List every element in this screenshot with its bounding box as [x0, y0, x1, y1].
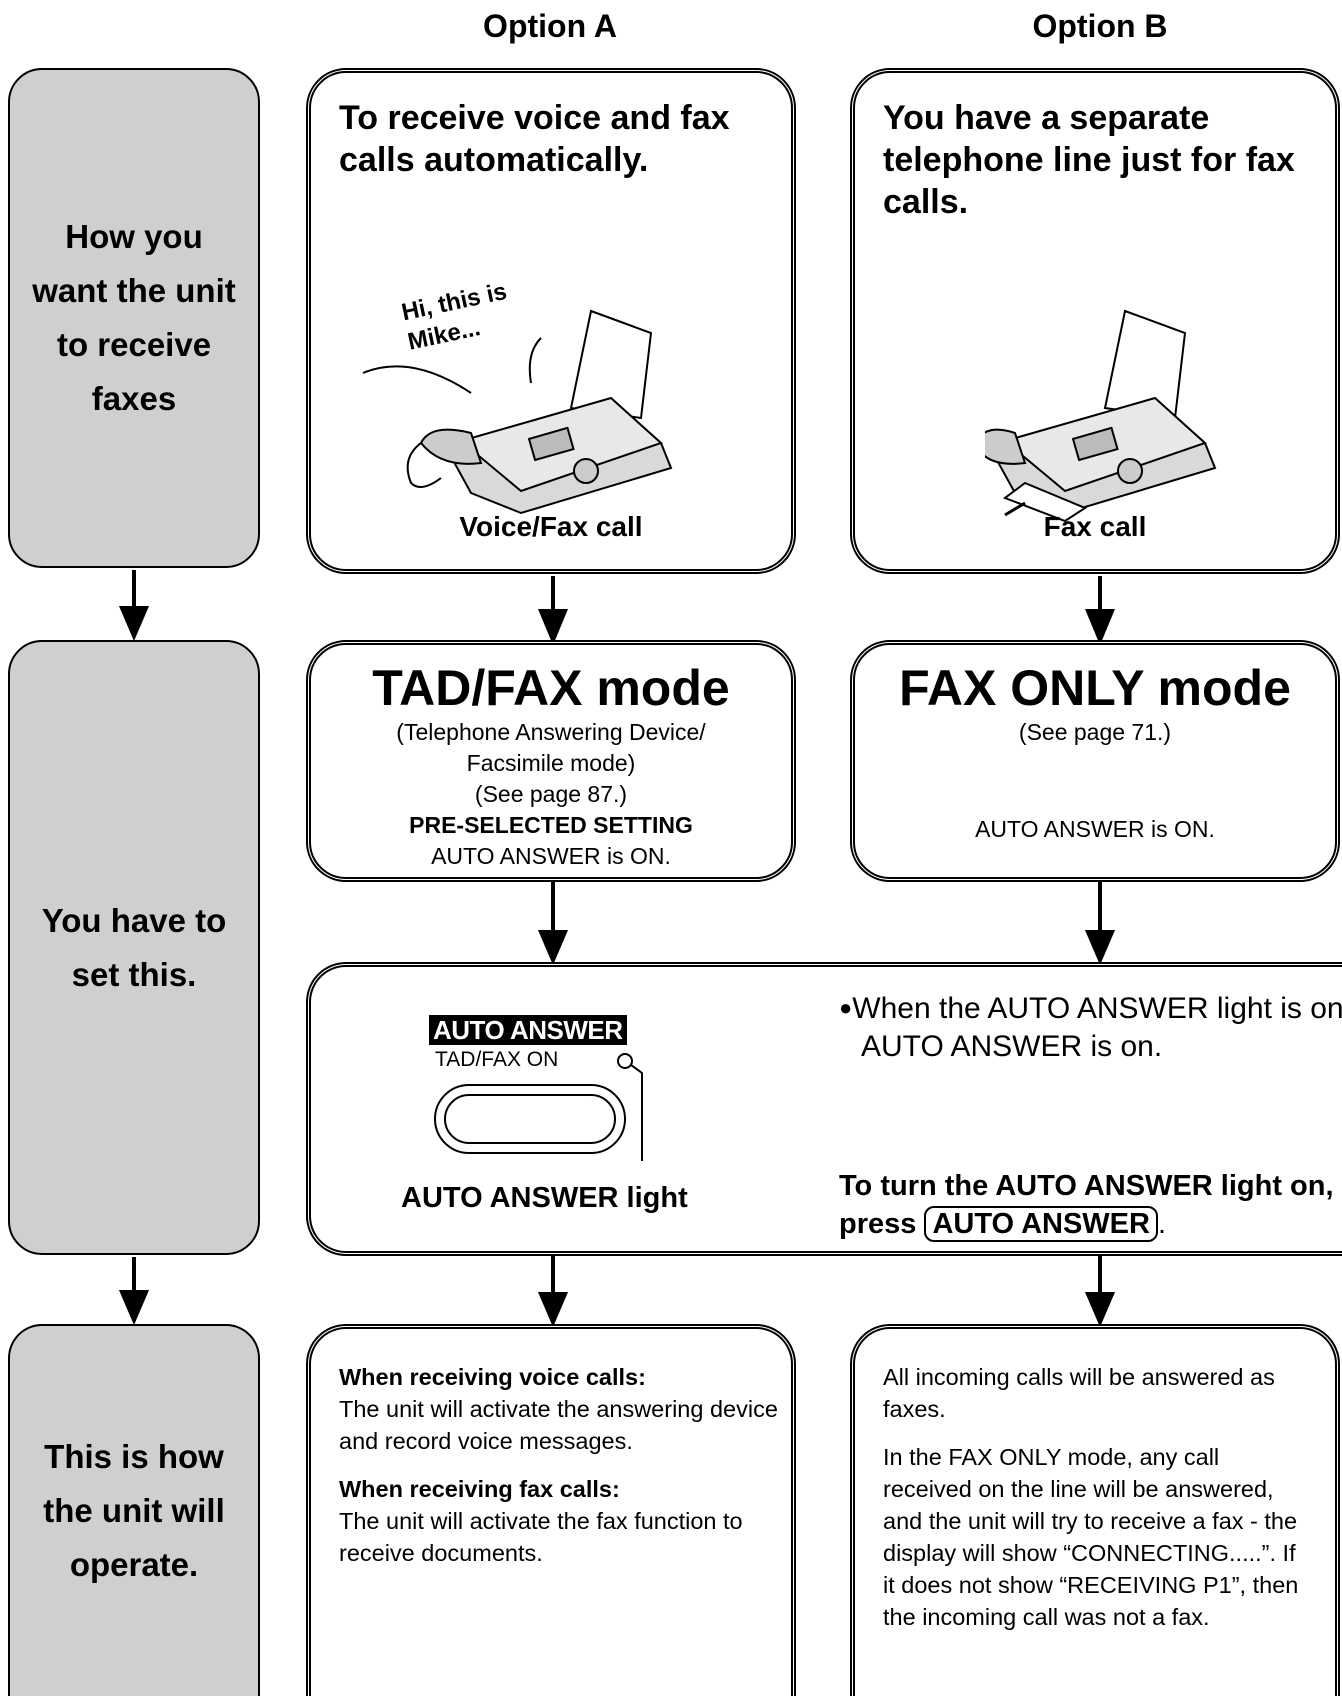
fax-machine-fax-icon [985, 309, 1217, 523]
option-b-header: Option B [1032, 8, 1168, 44]
auto-answer-label: AUTO ANSWER [429, 1015, 627, 1045]
auto-answer-bullet-text: When the AUTO ANSWER light is on, AUTO A… [852, 992, 1342, 1063]
fax-calls-heading: When receiving fax calls: [339, 1476, 620, 1502]
arrow-head [118, 606, 150, 642]
turn-on-instruction: To turn the AUTO ANSWER light on, press … [839, 1167, 1342, 1243]
option-a-operation-text: When receiving voice calls: The unit wil… [339, 1361, 779, 1585]
side-label-operate: This is how the unit will operate. [8, 1324, 260, 1696]
side-label-how-text: How you want the unit to receive faxes [32, 218, 236, 417]
tad-fax-mode-line2: Facsimile mode) [466, 750, 636, 776]
tad-fax-on-label: TAD/FAX ON [435, 1048, 559, 1071]
tad-fax-mode-line4: PRE-SELECTED SETTING [409, 812, 693, 838]
auto-answer-bullet: ●When the AUTO ANSWER light is on, AUTO … [839, 989, 1342, 1066]
box-option-a-operation: When receiving voice calls: The unit wil… [306, 1324, 796, 1696]
auto-answer-key[interactable]: AUTO ANSWER [924, 1206, 1158, 1242]
fax-only-mode-line2: AUTO ANSWER is ON. [975, 816, 1215, 842]
fax-only-mode-title: FAX ONLY mode [899, 660, 1291, 716]
box-option-b-operation: All incoming calls will be answered as f… [850, 1324, 1340, 1696]
auto-answer-button-icon [434, 1053, 643, 1161]
fax-machine-voice-icon [362, 309, 673, 515]
option-b-operation-text: All incoming calls will be answered as f… [883, 1361, 1313, 1649]
box-auto-answer-panel: AUTO ANSWER TAD/FAX ON AUTO ANSWER light… [306, 962, 1342, 1256]
voice-calls-text: The unit will activate the answering dev… [339, 1396, 778, 1454]
voice-calls-heading: When receiving voice calls: [339, 1364, 646, 1390]
box-fax-only-mode: FAX ONLY mode (See page 71.) AUTO ANSWER… [850, 640, 1340, 882]
option-a-caption: Voice/Fax call [459, 511, 643, 542]
side-label-operate-text: This is how the unit will operate. [43, 1438, 225, 1583]
tad-fax-mode-line1: (Telephone Answering Device/ [396, 719, 706, 745]
fax-only-text2: In the FAX ONLY mode, any call received … [883, 1444, 1299, 1630]
option-a-header: Option A [483, 8, 617, 44]
auto-answer-light-caption: AUTO ANSWER light [401, 1182, 688, 1214]
option-b-caption: Fax call [1043, 511, 1147, 542]
tad-fax-mode-line3: (See page 87.) [474, 781, 628, 807]
side-label-how: How you want the unit to receive faxes [8, 68, 260, 568]
turn-on-period: . [1157, 1208, 1167, 1240]
option-a-goal-title: To receive voice and fax calls automatic… [339, 99, 730, 179]
box-option-a-goal: To receive voice and fax calls automatic… [306, 68, 796, 574]
bullet-icon: ● [839, 995, 853, 1020]
fax-only-text1: All incoming calls will be answered as f… [883, 1364, 1275, 1422]
side-label-set-text: You have to set this. [41, 901, 227, 993]
side-label-set: You have to set this. [8, 640, 260, 1255]
turn-on-text: To turn the AUTO ANSWER light on, press [839, 1170, 1334, 1240]
fax-only-mode-line1: (See page 71.) [1018, 719, 1172, 745]
option-b-goal-title: You have a separate telephone line just … [883, 99, 1295, 221]
tad-fax-mode-line5: AUTO ANSWER is ON. [431, 843, 671, 869]
tad-fax-mode-title: TAD/FAX mode [372, 660, 730, 716]
box-option-b-goal: You have a separate telephone line just … [850, 68, 1340, 574]
box-tad-fax-mode: TAD/FAX mode (Telephone Answering Device… [306, 640, 796, 882]
fax-calls-text: The unit will activate the fax function … [339, 1508, 743, 1566]
